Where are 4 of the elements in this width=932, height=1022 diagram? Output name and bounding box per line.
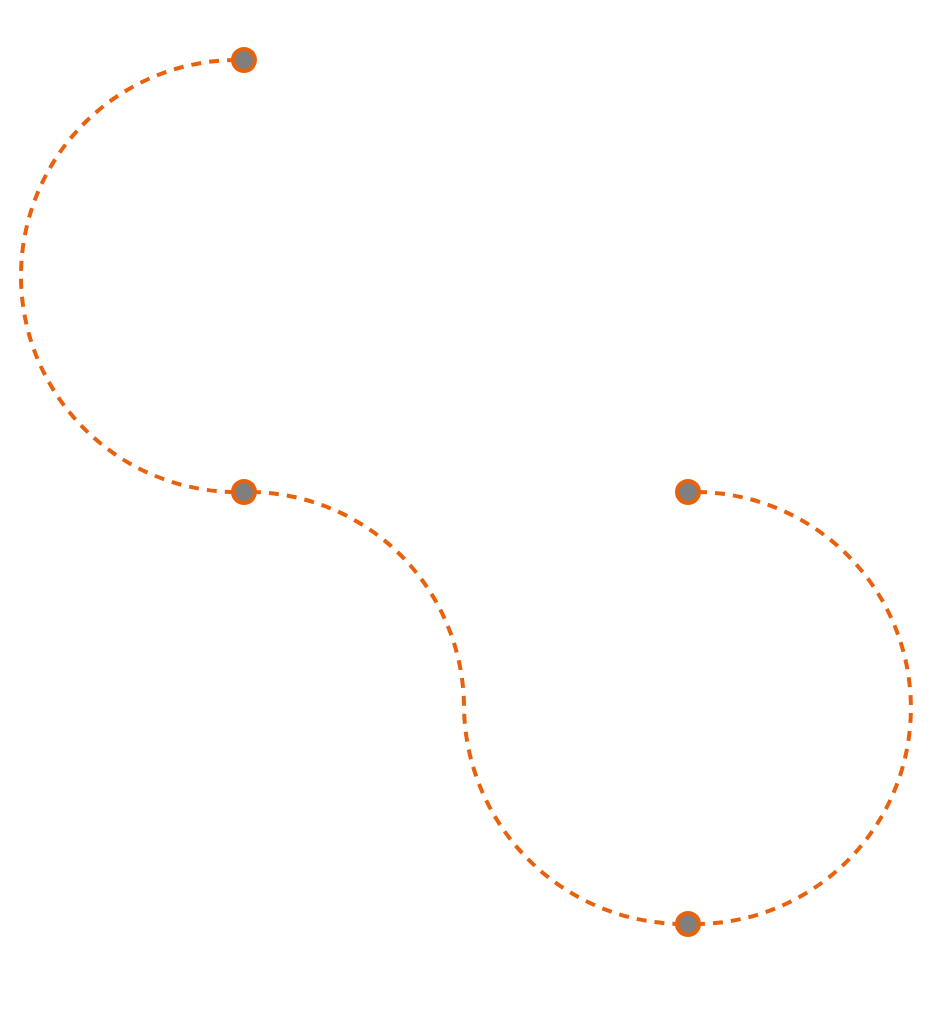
endpoint-dot bbox=[231, 47, 257, 73]
endpoint-dot bbox=[675, 479, 701, 505]
endpoint-dot bbox=[231, 479, 257, 505]
endpoint-dot bbox=[675, 911, 701, 937]
